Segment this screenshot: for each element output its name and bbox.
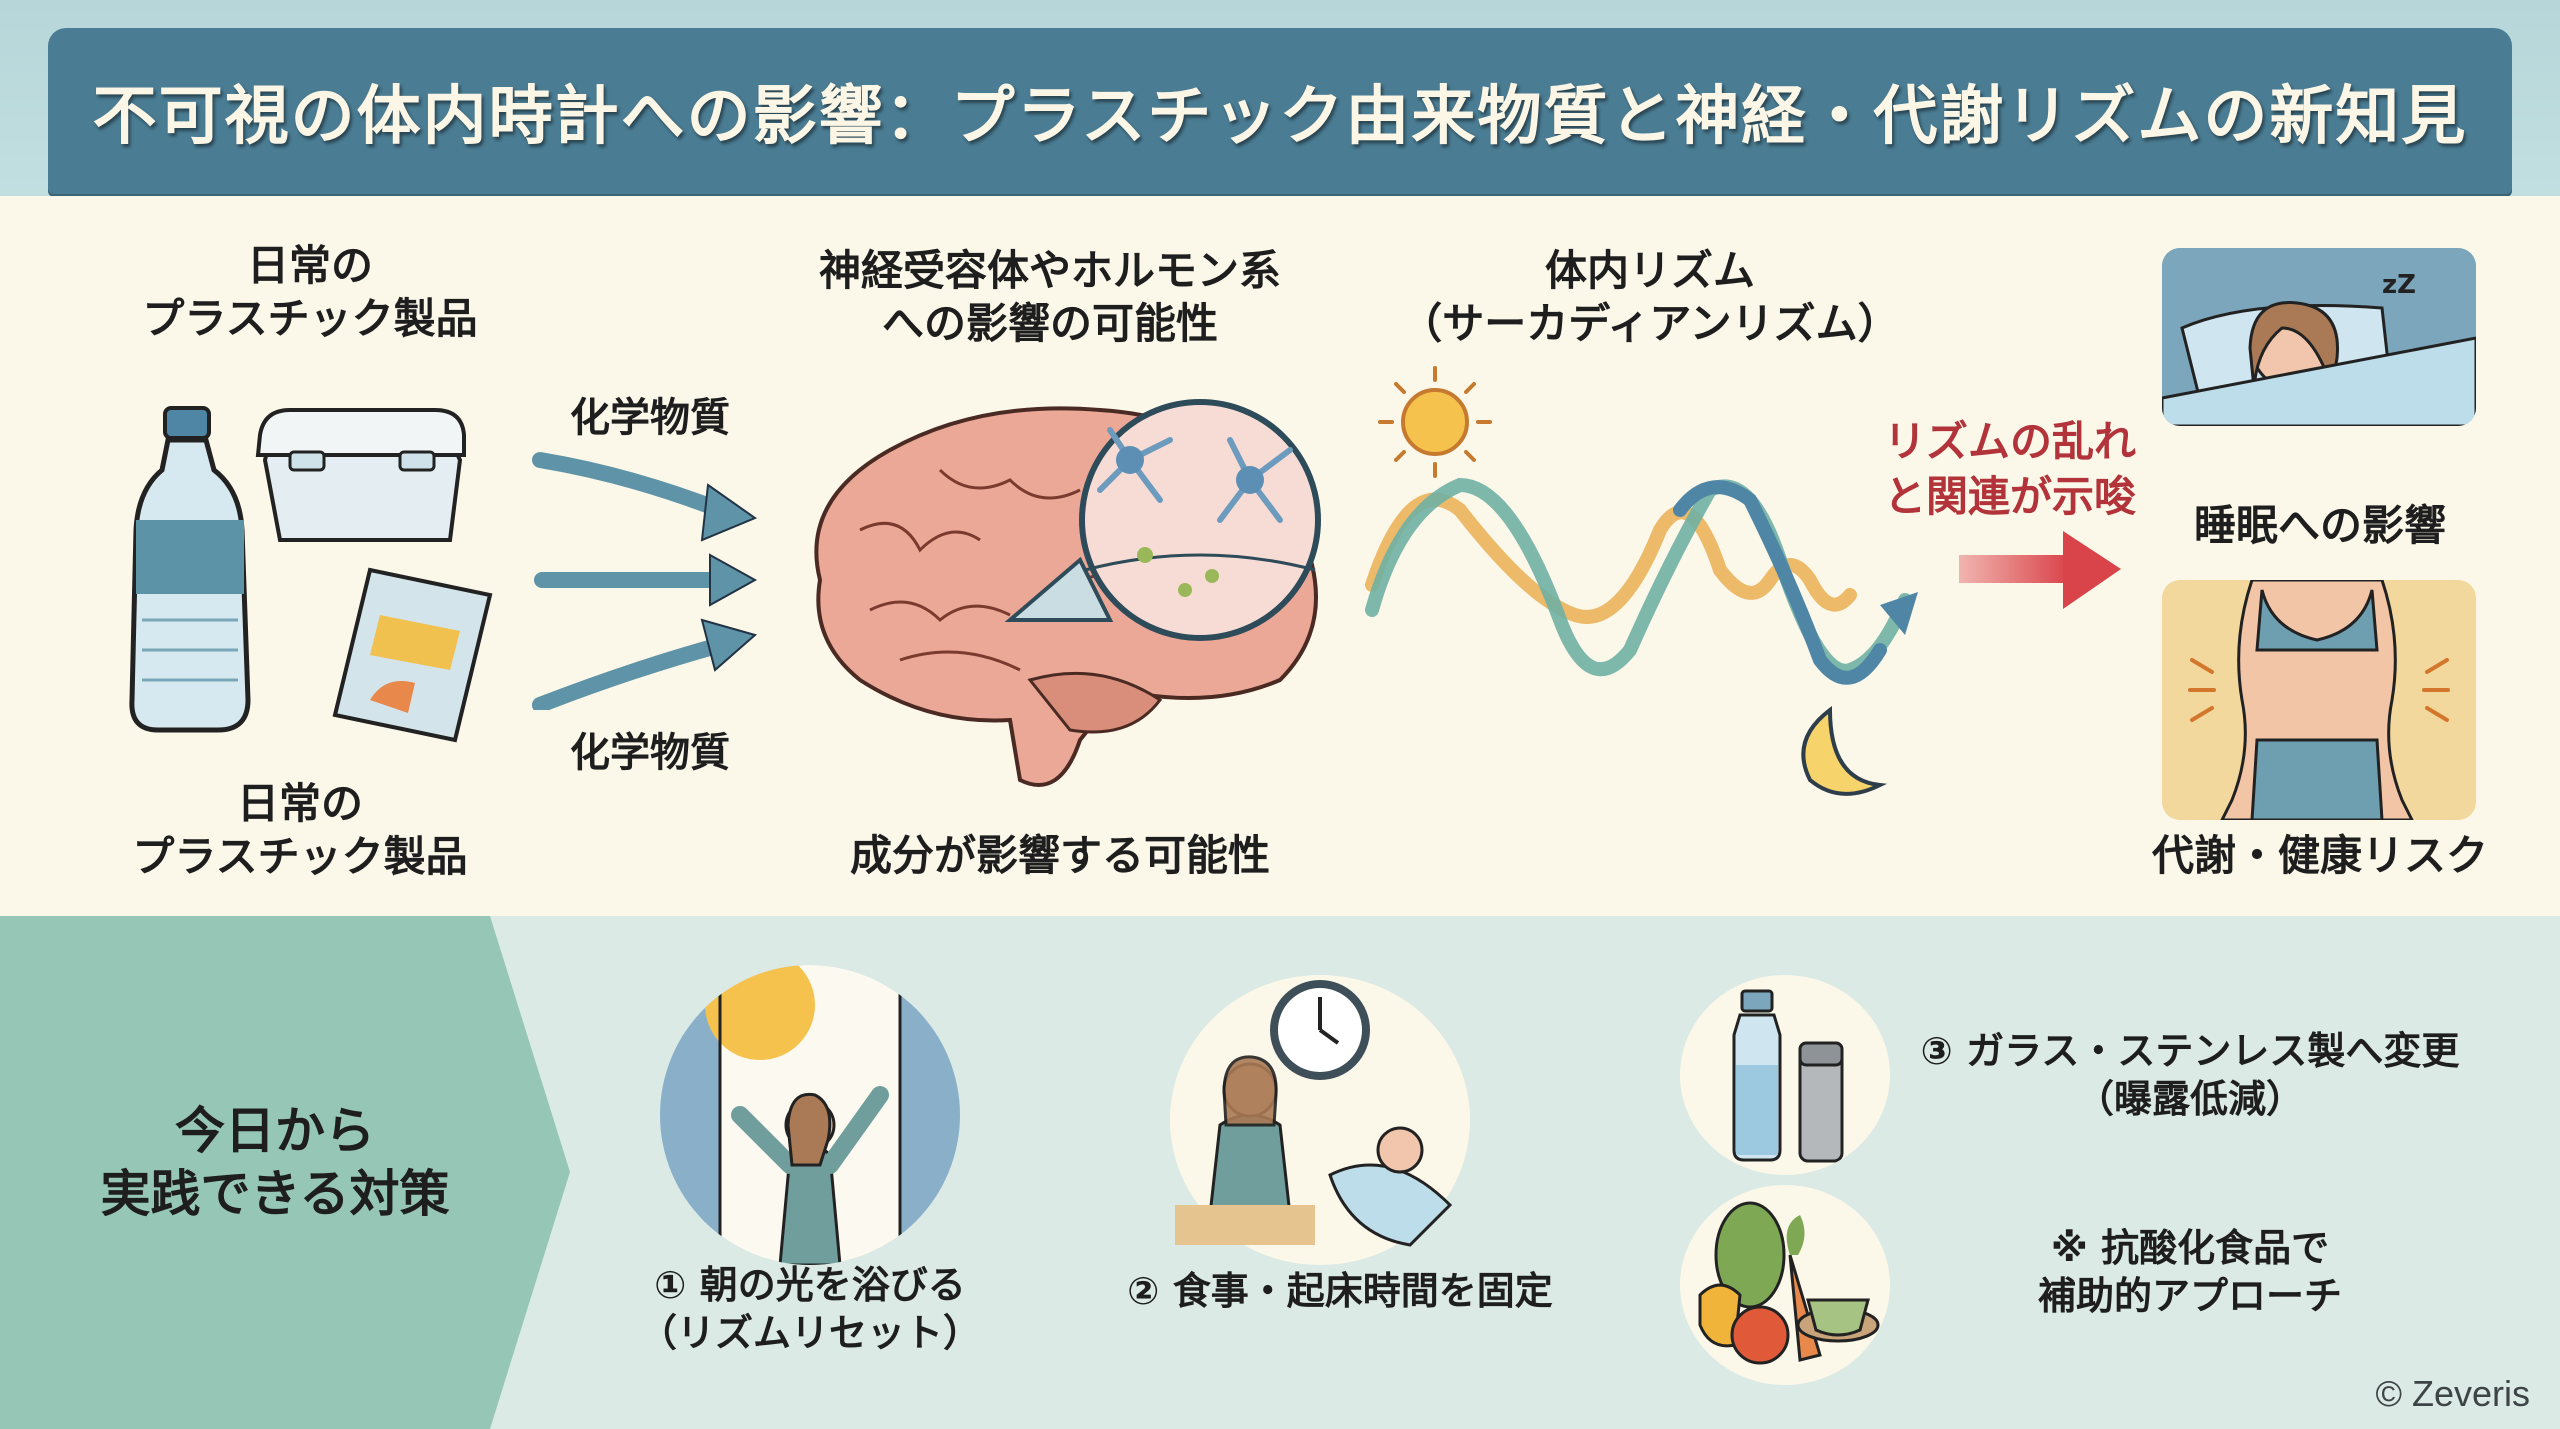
copyright-text: © Zeveris (2375, 1373, 2530, 1414)
sleeping-woman-icon: zZ (2162, 248, 2476, 426)
circadian-wave-chart (1365, 366, 1918, 796)
disruption-label: リズムの乱れ と関連が示唆 (1883, 417, 2136, 521)
clock-icon (1270, 980, 1370, 1080)
brain-top-label: 神経受容体やホルモン系 への影響の可能性 (818, 246, 1281, 348)
plastic-bottle-icon (129, 406, 251, 733)
action-1-illustration (660, 965, 960, 1265)
rhythm-title: 体内リズム （サーカディアンリズム） (1400, 246, 1900, 348)
sun-icon (1378, 366, 1492, 478)
actions-title-chevron (0, 916, 570, 1429)
snack-package-icon (332, 567, 493, 743)
morning-light-icon (705, 965, 902, 1265)
action-2-illustration (1170, 975, 1470, 1265)
glass-steel-bottles-icon (1732, 989, 1844, 1163)
sources-bottom-label: 日常の プラスチック製品 (132, 779, 468, 881)
action-3-label: ③ ガラス・ステンレス製へ変更 （曝露低減） (1920, 1029, 2460, 1121)
meal-sleep-schedule-icon (1175, 980, 1453, 1247)
page-title: 不可視の体内時計への影響：プラスチック由来物質と神経・代謝リズムの新知見 (92, 80, 2468, 154)
action-2-label: ② 食事・起床時間を固定 (1127, 1269, 1553, 1313)
zzz-text: zZ (2382, 270, 2416, 300)
chemical-label-top: 化学物質 (570, 395, 730, 441)
sleep-card: zZ (2162, 248, 2476, 426)
action-4-illustration (1680, 1185, 1890, 1385)
action-4-label: ※ 抗酸化食品で 補助的アプローチ (2037, 1226, 2342, 1318)
action-1-label: ① 朝の光を浴びる （リズムリセット） (638, 1263, 981, 1355)
metabolic-card (2162, 580, 2476, 820)
chemical-label-bottom: 化学物質 (570, 730, 730, 776)
metabolic-label: 代謝・健康リスク (2151, 831, 2488, 880)
brain-icon (814, 399, 1321, 787)
body-torso-icon (2188, 580, 2450, 820)
chemical-arrows-icon (532, 452, 758, 710)
antioxidant-foods-icon (1698, 1201, 1880, 1365)
actions-section-title: 今日から 実践できる対策 (100, 1102, 450, 1223)
brain-bottom-label: 成分が影響する可能性 (849, 831, 1270, 880)
action-3-illustration (1680, 975, 1890, 1175)
food-container-icon (255, 408, 466, 542)
sources-top-label: 日常の プラスチック製品 (142, 241, 478, 343)
title-banner: 不可視の体内時計への影響：プラスチック由来物質と神経・代謝リズムの新知見 (48, 28, 2512, 194)
disruption-arrow-icon (1959, 531, 2121, 609)
moon-icon (1801, 705, 1888, 796)
sleep-label: 睡眠への影響 (2193, 501, 2446, 550)
